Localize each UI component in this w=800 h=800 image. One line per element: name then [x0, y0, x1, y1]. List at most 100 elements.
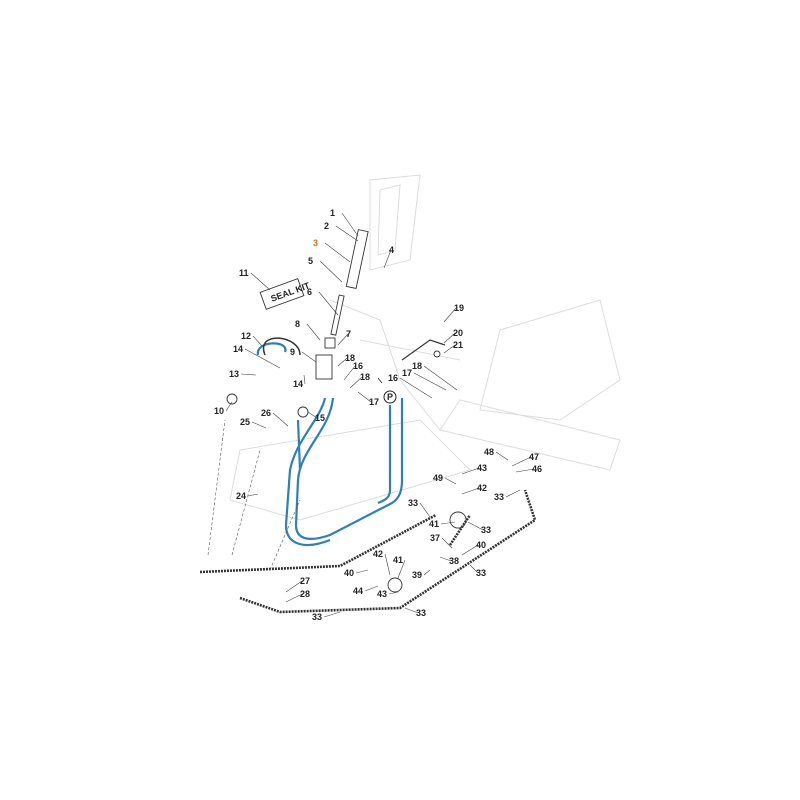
cylinder-assembly: SEAL KIT — [226, 229, 446, 418]
part-number-16: 16 — [388, 373, 398, 383]
part-number-40: 40 — [344, 568, 354, 578]
leader-line — [443, 332, 456, 344]
leader-line — [272, 412, 289, 427]
part-number-41: 41 — [393, 555, 403, 565]
leader-line — [337, 333, 349, 346]
pressure-port-marker: P — [377, 377, 397, 404]
leader-line — [285, 593, 303, 603]
part-number-27: 27 — [300, 576, 310, 586]
part-number-33: 33 — [476, 568, 486, 578]
leader-lines — [225, 212, 535, 618]
leader-line — [423, 569, 431, 576]
part-number-26: 26 — [261, 408, 271, 418]
leader-line — [251, 421, 267, 429]
leader-line — [423, 365, 458, 391]
leader-line — [461, 487, 480, 495]
leader-line — [515, 468, 535, 473]
leader-line — [469, 564, 479, 574]
leader-line — [384, 553, 391, 576]
leader-line — [364, 585, 379, 592]
part-number-42: 42 — [477, 483, 487, 493]
part-number-37: 37 — [430, 533, 440, 543]
part-number-33: 33 — [481, 525, 491, 535]
leader-line — [443, 344, 456, 354]
pressure-marker-text: P — [387, 392, 393, 402]
part-number-10: 10 — [214, 406, 224, 416]
leader-line — [495, 451, 509, 461]
leader-line — [303, 374, 306, 385]
part-number-49: 49 — [433, 473, 443, 483]
part-number-48: 48 — [484, 447, 494, 457]
leader-line — [440, 521, 456, 525]
part-number-21: 21 — [453, 340, 463, 350]
leader-line — [343, 365, 356, 381]
leader-line — [319, 260, 343, 283]
part-number-17: 17 — [402, 368, 412, 378]
part-number-41: 41 — [429, 519, 439, 529]
sprocket — [387, 577, 403, 593]
part-number-24: 24 — [236, 491, 246, 501]
part-number-33: 33 — [494, 492, 504, 502]
part-number-39: 39 — [412, 570, 422, 580]
hose-top — [296, 419, 302, 471]
part-number-9: 9 — [290, 347, 295, 357]
leader-line — [252, 335, 263, 347]
part-number-8: 8 — [295, 319, 300, 329]
part-number-17: 17 — [369, 397, 379, 407]
part-number-18: 18 — [345, 353, 355, 363]
leader-line — [413, 372, 447, 391]
part-number-38: 38 — [449, 556, 459, 566]
part-number-11: 11 — [239, 268, 249, 278]
part-number-12: 12 — [241, 331, 251, 341]
leader-line — [306, 323, 321, 341]
part-number-3: 3 — [313, 238, 318, 248]
ghost-background-machine — [229, 174, 621, 521]
part-number-40: 40 — [476, 540, 486, 550]
leader-line — [307, 411, 318, 419]
part-number-14: 14 — [293, 379, 303, 389]
leader-line — [443, 307, 457, 323]
leader-line — [341, 212, 359, 237]
part-number-1: 1 — [330, 208, 335, 218]
valve-block — [315, 354, 333, 380]
leader-line — [324, 242, 351, 263]
leader-line — [250, 272, 271, 291]
part-number-16: 16 — [353, 361, 363, 371]
part-number-25: 25 — [240, 417, 250, 427]
part-number-43: 43 — [377, 589, 387, 599]
sprocket — [449, 511, 467, 529]
leader-line — [244, 348, 281, 369]
leader-line — [337, 357, 348, 367]
part-labels: 1234567891011121314141516161717181818192… — [214, 208, 542, 622]
leader-line — [335, 225, 359, 242]
part-number-4: 4 — [389, 245, 394, 255]
part-number-33: 33 — [312, 612, 322, 622]
leader-line — [467, 521, 484, 531]
part-number-13: 13 — [229, 369, 239, 379]
part-number-43: 43 — [477, 463, 487, 473]
leader-line — [247, 493, 259, 497]
leader-line — [399, 377, 433, 399]
part-number-5: 5 — [308, 256, 313, 266]
leader-line — [439, 556, 452, 562]
seal-kit-card — [259, 278, 305, 310]
drive-chains — [199, 419, 537, 614]
part-number-7: 7 — [346, 329, 351, 339]
leader-line — [323, 611, 341, 618]
leader-line — [397, 559, 406, 579]
part-number-42: 42 — [373, 549, 383, 559]
leader-line — [461, 467, 480, 475]
leader-line — [404, 607, 419, 614]
part-number-18: 18 — [360, 372, 370, 382]
leader-line — [301, 351, 317, 363]
leader-line — [388, 591, 399, 595]
hose-pressure — [377, 405, 392, 505]
part-number-14: 14 — [233, 344, 243, 354]
leader-line — [441, 537, 453, 549]
part-number-33: 33 — [416, 608, 426, 618]
hose-left — [294, 397, 404, 540]
part-number-47: 47 — [529, 452, 539, 462]
part-number-28: 28 — [300, 589, 310, 599]
